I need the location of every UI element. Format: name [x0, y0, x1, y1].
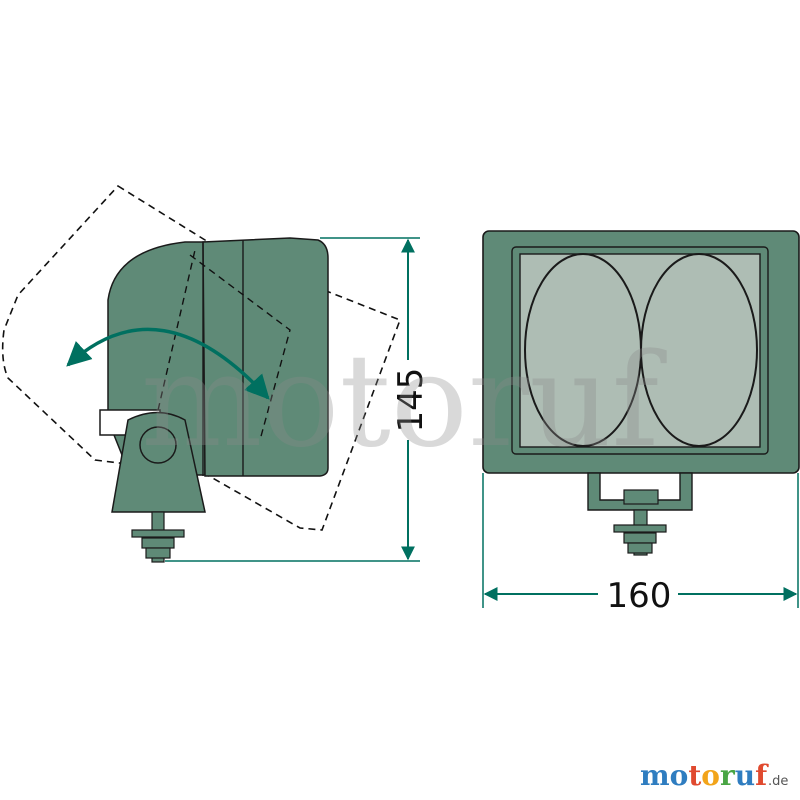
- logo-letter: r: [720, 759, 736, 792]
- logo-letter: u: [735, 759, 755, 792]
- logo-letter: f: [755, 759, 769, 792]
- watermark-text: motoruf: [141, 327, 668, 476]
- brand-logo: motoruf .de: [640, 759, 788, 792]
- height-label: 145: [391, 368, 431, 433]
- front-washer: [613, 524, 667, 533]
- pivot-bolt: [139, 426, 177, 464]
- mount-nut-1: [141, 537, 175, 549]
- height-dimension: 145: [165, 237, 431, 562]
- width-label: 160: [607, 576, 672, 616]
- width-dimension: 160: [482, 473, 799, 616]
- logo-letter: m: [640, 759, 670, 792]
- logo-wordmark: motoruf: [640, 759, 769, 792]
- height-label-bg: [392, 360, 426, 440]
- reflector-right: [640, 253, 758, 447]
- mount-nut-2: [145, 547, 171, 559]
- side-view: [1, 184, 402, 563]
- mount-washer: [131, 529, 185, 538]
- front-nut-1: [623, 532, 657, 544]
- front-nut-2: [627, 542, 653, 554]
- tilt-arrow: [66, 327, 270, 400]
- front-bracket: [587, 472, 693, 511]
- logo-letter: o: [670, 759, 689, 792]
- logo-suffix: .de: [768, 774, 788, 789]
- front-view: [482, 230, 800, 556]
- front-bracket-plate: [623, 489, 659, 505]
- width-label-bg: [598, 572, 678, 614]
- logo-letter: o: [701, 759, 720, 792]
- logo-letter: t: [688, 759, 701, 792]
